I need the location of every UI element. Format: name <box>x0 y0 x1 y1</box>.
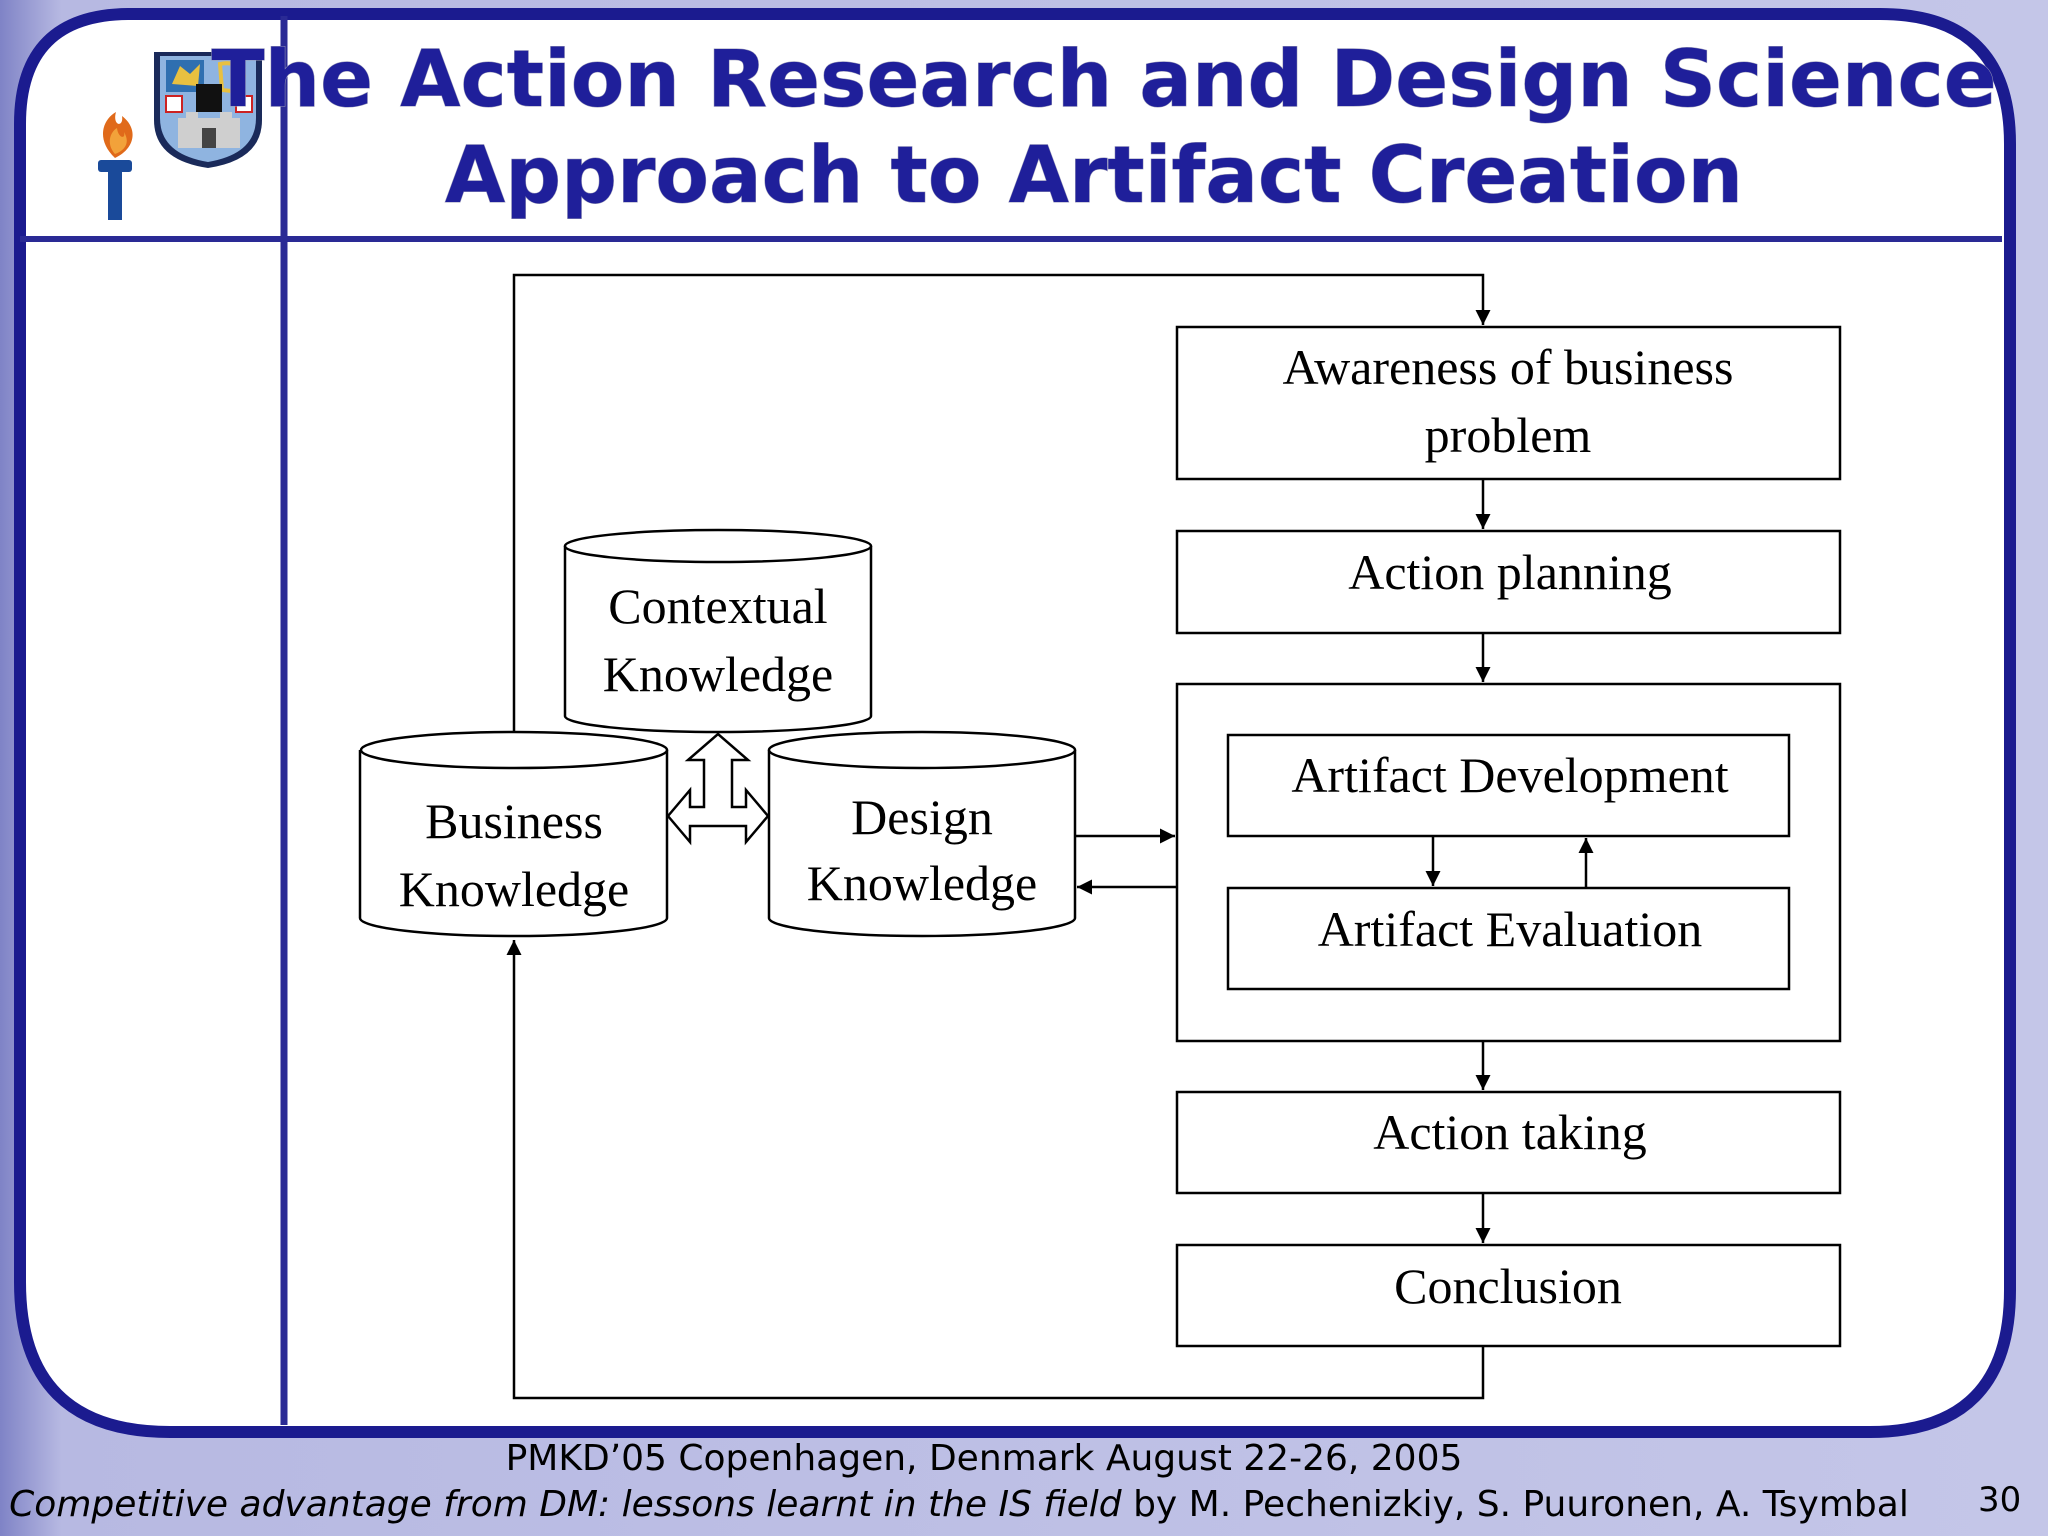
artifact-development-label: Artifact Development <box>1291 747 1728 803</box>
step-artifact-evaluation-box <box>1226 886 1791 991</box>
artifact-creation-container <box>1175 682 1842 1043</box>
business-knowledge-label-line-2: Knowledge <box>399 861 630 917</box>
slide-number: 30 <box>1978 1480 2022 1520</box>
design-knowledge-label-line-2: Knowledge <box>807 855 1038 911</box>
coat-of-arms-icon <box>154 52 262 168</box>
knowledge-exchange-block-arrow <box>666 732 770 846</box>
loop-bottom-connector <box>506 940 1485 1400</box>
action-planning-label: Action planning <box>1348 544 1672 600</box>
artifact-evaluation-label: Artifact Evaluation <box>1318 901 1703 957</box>
paper-title: Competitive advantage from DM: lessons l… <box>9 1484 1122 1525</box>
business-knowledge-label-line-1: Business <box>425 793 603 849</box>
design-knowledge-label-line-1: Design <box>851 789 993 845</box>
step-action-planning-box <box>1175 529 1842 635</box>
step-conclusion-box <box>1175 1243 1842 1348</box>
business-knowledge-store <box>358 730 669 938</box>
step-artifact-development-box <box>1226 733 1791 838</box>
contextual-knowledge-label-line-1: Contextual <box>608 578 827 634</box>
slide-title-line-2: Approach to Artifact Creation <box>445 131 1743 221</box>
contextual-knowledge-store <box>563 528 873 734</box>
contextual-knowledge-label-line-2: Knowledge <box>603 646 834 702</box>
citation-footer: Competitive advantage from DM: lessons l… <box>0 1484 2048 1525</box>
process-diagram <box>358 273 1842 1400</box>
conference-footer: PMKD’05 Copenhagen, Denmark August 22-26… <box>505 1438 1463 1479</box>
step-action-taking-box <box>1175 1090 1842 1195</box>
paper-authors: by M. Pechenizkiy, S. Puuronen, A. Tsymb… <box>1121 1484 1909 1525</box>
awareness-label-line-1: Awareness of business <box>1283 339 1734 395</box>
step-awareness-box <box>1175 325 1842 481</box>
design-knowledge-store <box>767 730 1077 938</box>
action-taking-label: Action taking <box>1373 1104 1647 1160</box>
torch-icon <box>98 112 133 220</box>
slide-title-line-1: The Action Research and Design Science <box>211 35 1996 125</box>
slide-frame <box>14 8 2016 1438</box>
conclusion-label: Conclusion <box>1394 1258 1622 1314</box>
loop-top-connector <box>512 273 1491 733</box>
awareness-label-line-2: problem <box>1425 407 1592 463</box>
